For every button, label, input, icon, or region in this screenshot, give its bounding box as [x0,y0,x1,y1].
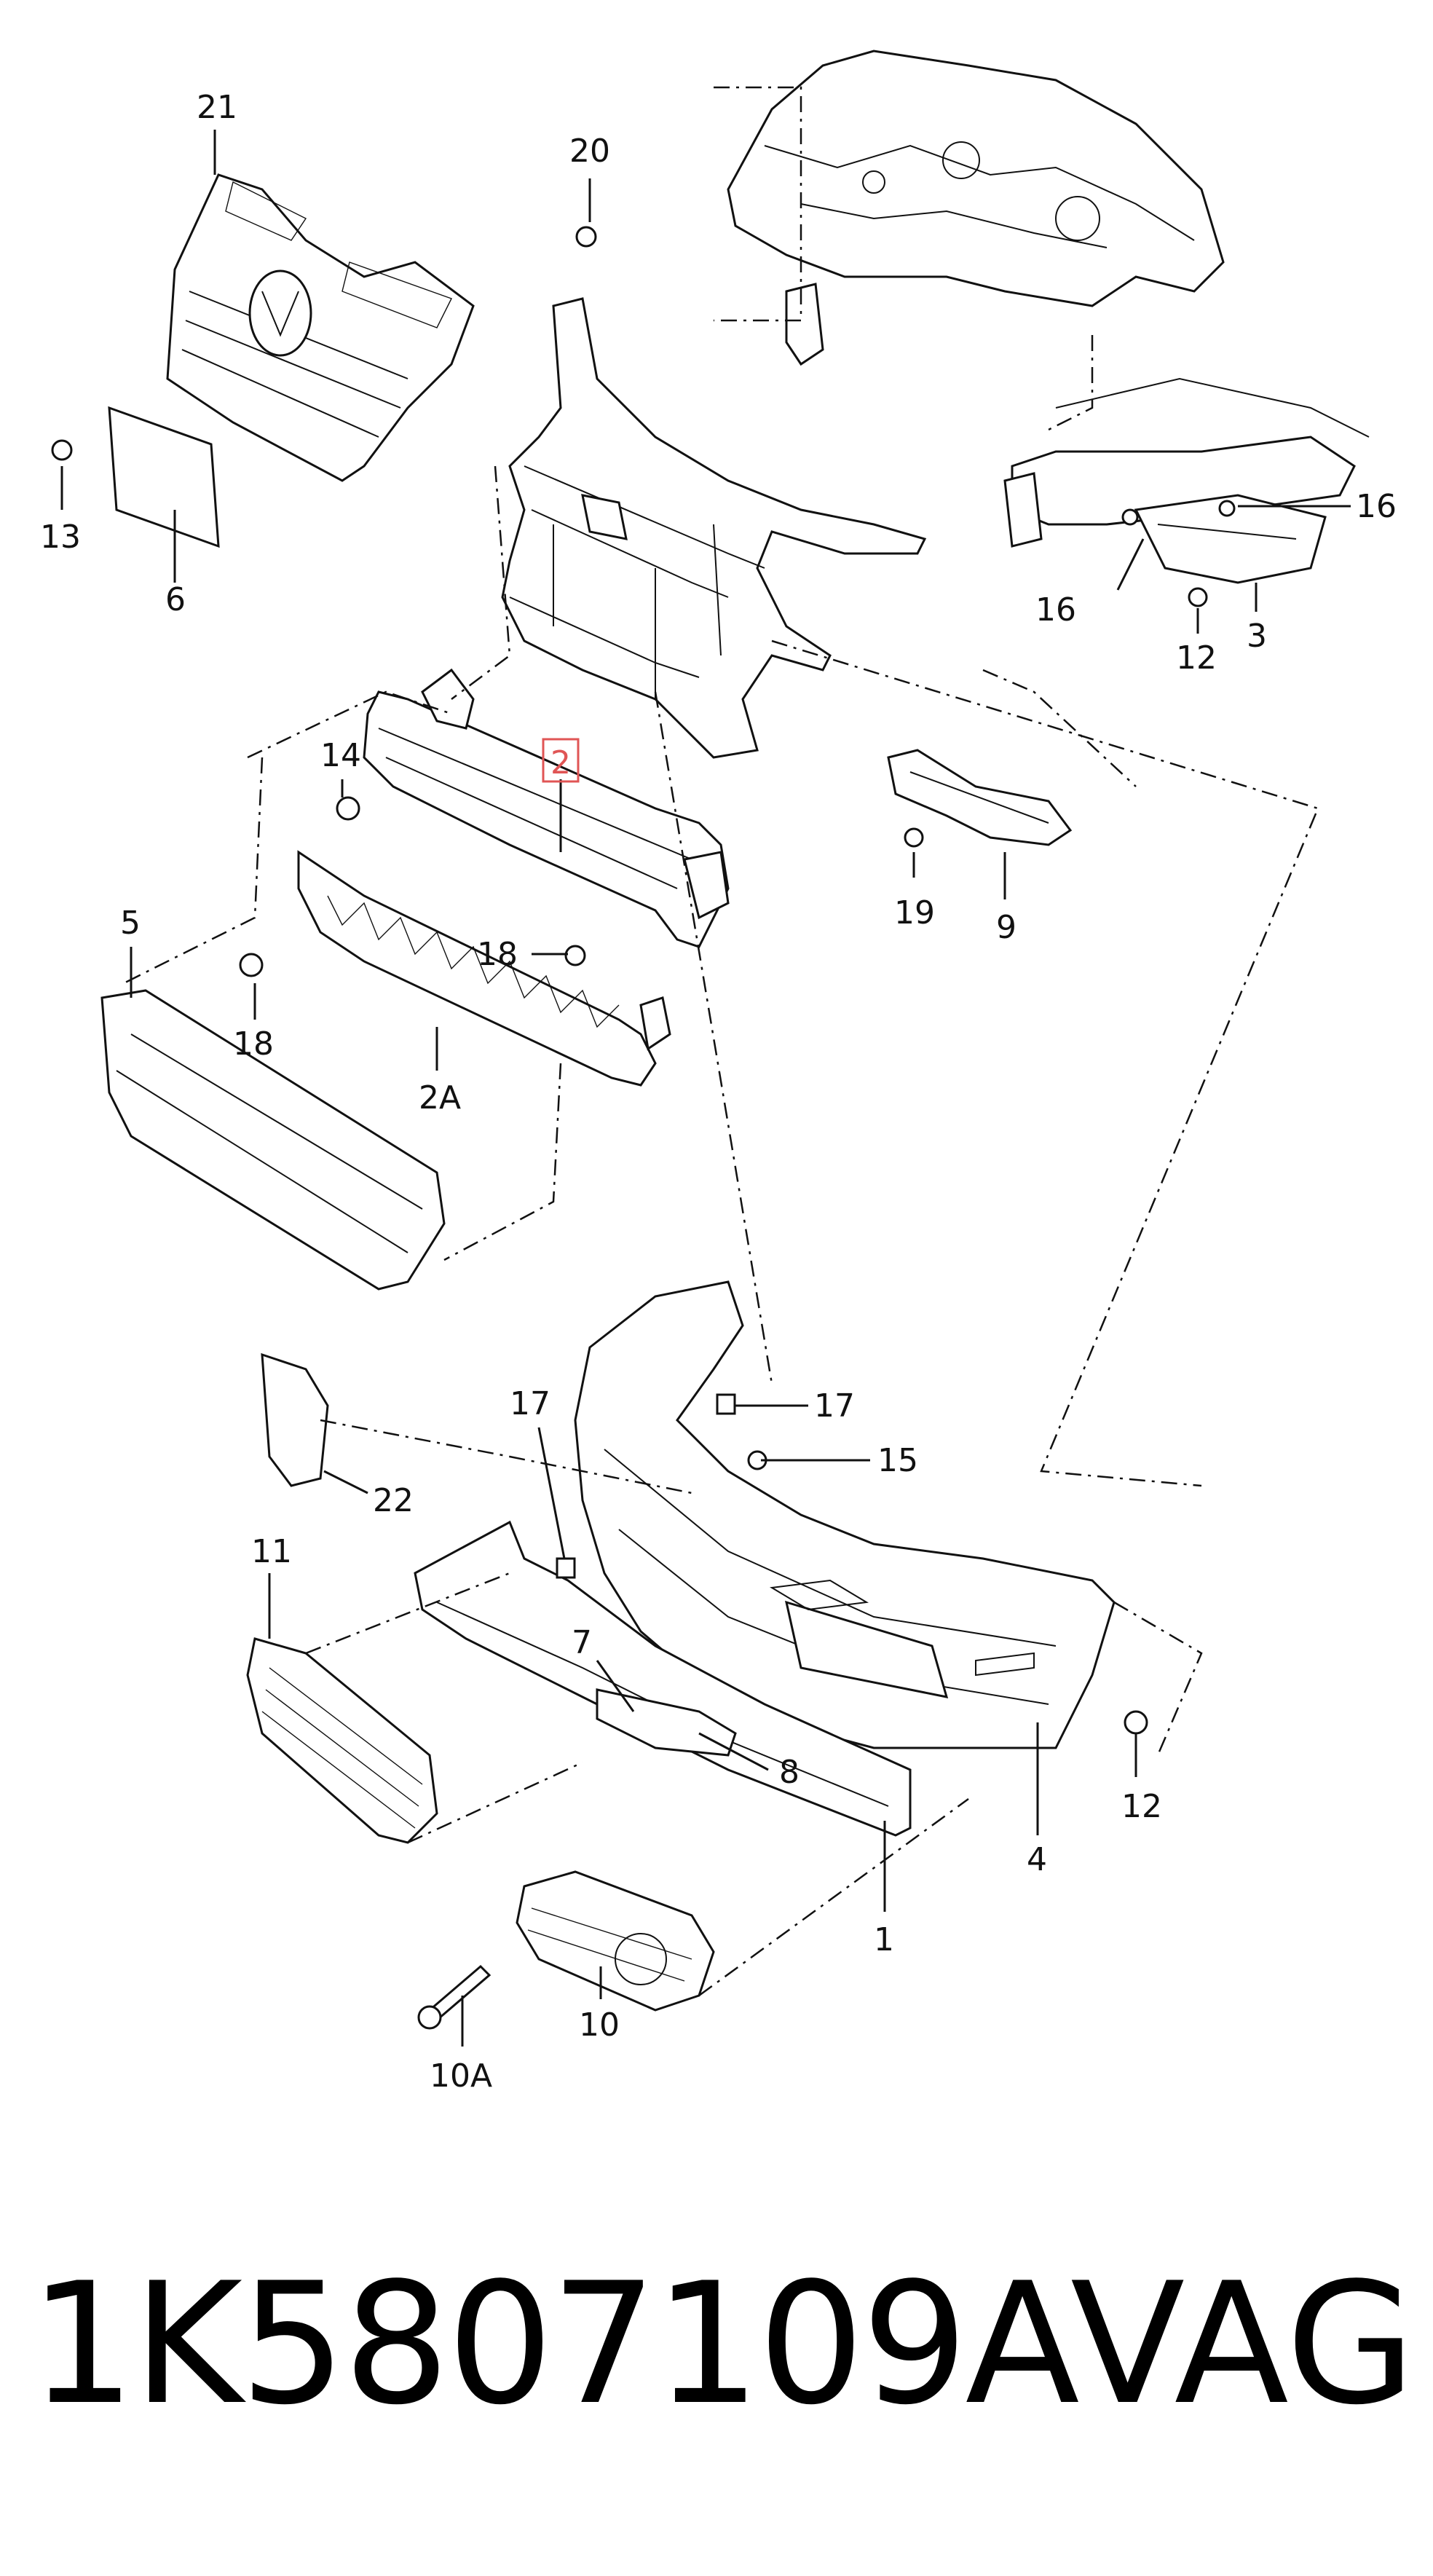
callout-14: 14 [320,737,361,774]
callout-11: 11 [251,1533,292,1570]
license-plate-bracket [108,406,220,548]
callout-12-top: 12 [1176,639,1217,677]
lock-carrier [501,297,927,759]
callout-7: 7 [572,1624,592,1661]
callout-18-right: 18 [477,936,518,973]
brand-label: VAG [1070,2248,1416,2442]
callout-19: 19 [894,894,935,931]
callout-16-left: 16 [1035,591,1076,629]
foam-absorber [100,989,446,1291]
guide-bracket [887,749,1073,846]
side-grille-left [246,1637,438,1844]
fasteners [51,226,1236,1735]
callout-4: 4 [1027,1841,1047,1878]
fog-grille [516,1870,715,2012]
small-bracket [261,1352,329,1487]
impact-carrier [363,668,730,948]
highlight-box [542,738,580,783]
part-number: 1K5807109A [29,2248,1080,2442]
assembly-lines [123,86,1319,1997]
callout-10a: 10A [430,2057,492,2095]
callout-10: 10 [579,2006,620,2044]
body-structure [727,50,1370,548]
callout-8: 8 [779,1754,800,1791]
leader-lines [60,130,1351,2047]
callout-15: 15 [877,1442,918,1479]
bracket-right [1134,494,1327,584]
callout-3: 3 [1247,618,1267,655]
footer: 1K5807109A VAG [29,2248,1416,2442]
callout-5: 5 [120,905,141,942]
callout-9: 9 [996,909,1016,946]
energy-absorber [297,850,671,1087]
callout-20: 20 [569,133,610,170]
callout-2a: 2A [419,1079,461,1116]
callout-21: 21 [197,89,237,126]
callout-16-right: 16 [1356,488,1397,525]
callout-13: 13 [40,519,81,556]
callout-6: 6 [165,581,186,618]
callout-2: 2 [550,744,571,781]
callout-12-bottom: 12 [1121,1788,1162,1825]
trim-strip [596,1688,737,1757]
callout-1: 1 [874,1921,894,1958]
callout-17-left: 17 [510,1385,550,1422]
bumper-cover [574,1280,1116,1749]
callout-17-right: 17 [814,1387,855,1425]
screw-10a [417,1964,492,2030]
radiator-grille [166,173,475,482]
callout-labels: 21 20 13 6 16 16 12 3 14 2 18 18 5 2A 19… [40,89,1397,2095]
callout-22: 22 [373,1482,414,1519]
callout-18-left: 18 [233,1025,274,1063]
